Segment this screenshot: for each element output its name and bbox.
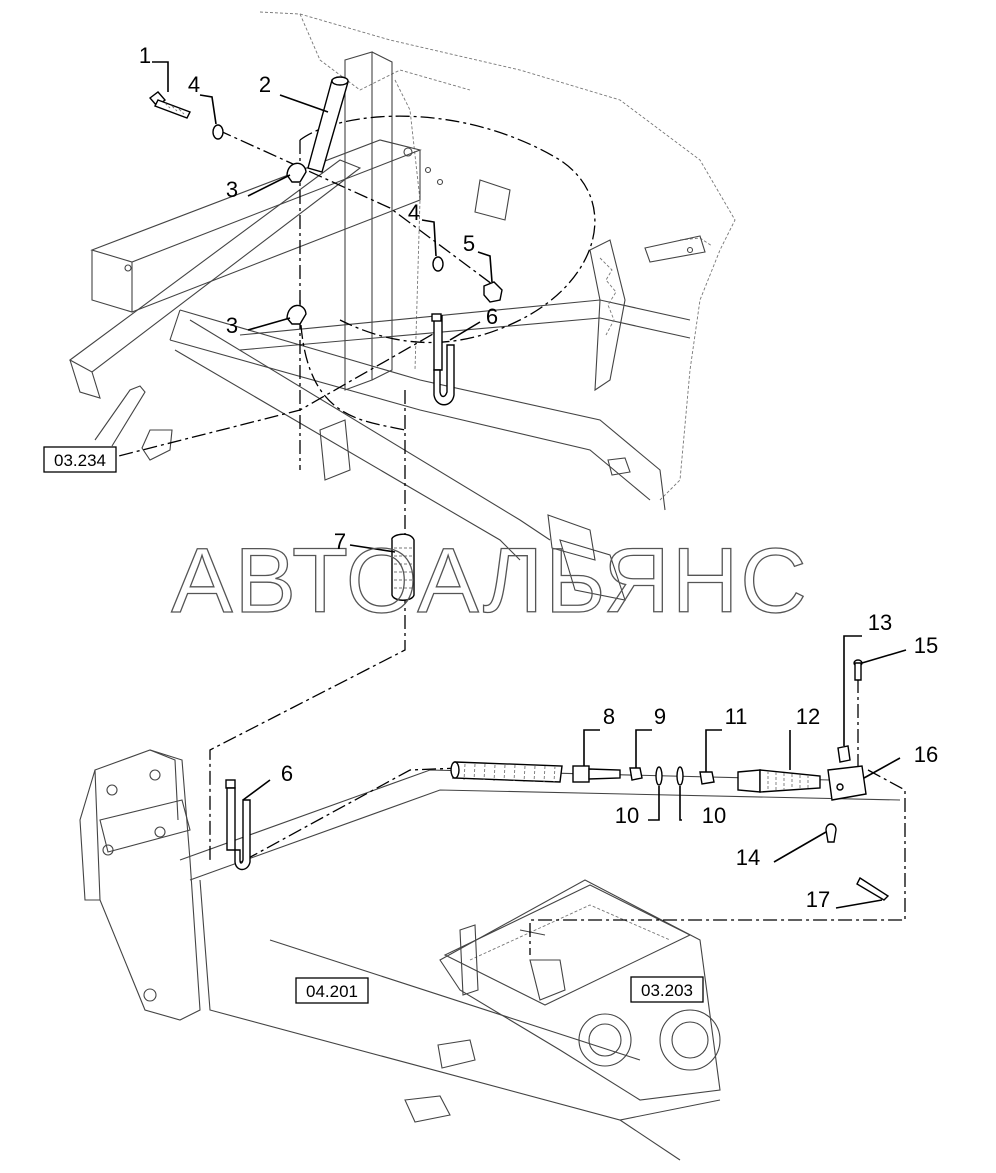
callout-2: 2 [259, 72, 271, 97]
callout-12: 12 [796, 704, 820, 729]
part-9-nut [629, 767, 643, 781]
callout-6-upper: 6 [486, 304, 498, 329]
part-6-ubolt-lower [225, 779, 251, 871]
ref-box-03-234[interactable]: 03.234 [43, 446, 117, 473]
callout-6-lower: 6 [281, 761, 293, 786]
part-7-grommet [391, 533, 415, 601]
part-13-fitting [837, 745, 851, 763]
ref-label-04-201: 04.201 [306, 982, 358, 1001]
reference-boxes: 03.234 04.201 03.203 [43, 446, 704, 1004]
part-10-washer-b [676, 766, 684, 786]
part-3-clip-upper [286, 162, 307, 183]
part-4-washer-lower [432, 256, 444, 272]
callout-11: 11 [725, 704, 748, 729]
parts [148, 76, 890, 901]
callout-16: 16 [914, 742, 938, 767]
callout-13: 13 [868, 610, 892, 635]
part-16-clevis [827, 765, 867, 801]
callout-10-a: 10 [615, 803, 639, 828]
cable-sheath [450, 761, 563, 783]
part-11-nut [699, 771, 715, 785]
callout-4-upper: 4 [188, 72, 200, 97]
callout-8: 8 [603, 704, 615, 729]
ref-label-03-234: 03.234 [54, 451, 106, 470]
upper-frame-drawing [68, 11, 736, 601]
ref-box-03-203[interactable]: 03.203 [630, 976, 704, 1003]
part-4-washer-upper [212, 124, 224, 140]
callout-15: 15 [914, 633, 938, 658]
part-2-sleeve [307, 76, 349, 173]
callout-1: 1 [139, 43, 151, 68]
callout-3-upper: 3 [226, 177, 238, 202]
ref-label-03-203: 03.203 [641, 981, 693, 1000]
part-10-washer-a [655, 766, 663, 786]
lower-frame-drawing [79, 749, 901, 1161]
part-1-bolt [148, 91, 191, 119]
assembly-lines [94, 115, 906, 955]
callout-17: 17 [806, 887, 830, 912]
part-5-nut [483, 281, 503, 303]
callout-4-lower: 4 [408, 200, 420, 225]
watermark-text: АВТОАЛЬЯНС [171, 530, 809, 632]
part-14-pin [825, 823, 837, 843]
part-15-pin [853, 659, 863, 681]
callout-9: 9 [654, 704, 666, 729]
callout-7: 7 [334, 529, 346, 554]
part-17-split-pin [856, 876, 890, 901]
ref-box-04-201[interactable]: 04.201 [295, 977, 369, 1004]
callout-3-lower: 3 [226, 313, 238, 338]
callout-5: 5 [463, 231, 475, 256]
callout-10-b: 10 [702, 803, 726, 828]
part-12-boot [737, 769, 821, 793]
part-3-clip-lower [286, 304, 307, 325]
part-6-ubolt-upper [431, 313, 455, 406]
callout-14: 14 [736, 845, 760, 870]
leader-lines [152, 61, 907, 909]
part-8-threaded-end [572, 765, 621, 783]
callout-numbers: 1 2 3 3 4 4 5 6 6 7 8 9 10 10 11 12 13 1… [139, 43, 938, 912]
